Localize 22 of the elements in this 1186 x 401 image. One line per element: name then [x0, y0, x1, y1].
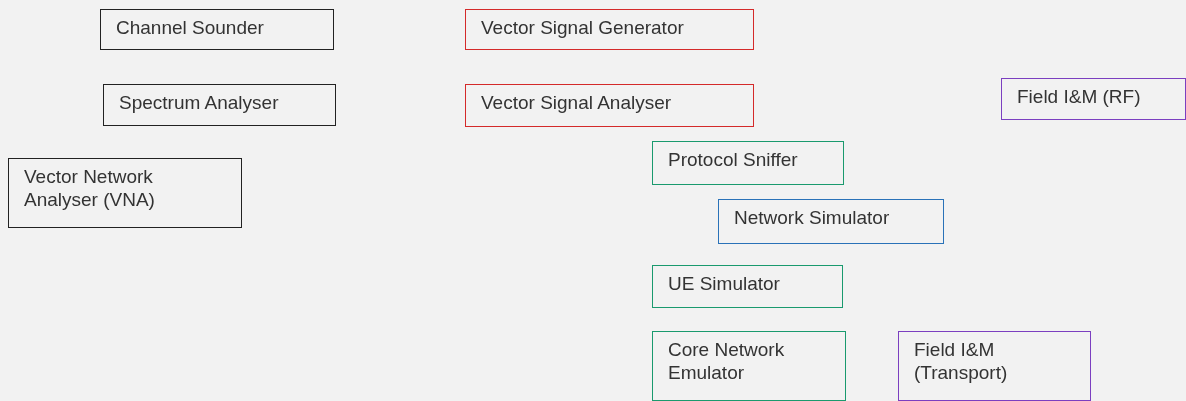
label-box — [8, 158, 242, 228]
label-box — [652, 141, 844, 185]
box-label: Vector Network Analyser (VNA) — [24, 165, 156, 211]
box-label: Spectrum Analyser — [119, 91, 280, 114]
label-box — [103, 84, 336, 126]
label-box — [898, 331, 1091, 401]
label-box — [1001, 78, 1186, 120]
label-box — [652, 265, 843, 308]
label-box — [100, 9, 334, 50]
box-label: Protocol Sniffer — [668, 148, 799, 171]
label-box — [718, 199, 944, 244]
box-label: UE Simulator — [668, 272, 781, 295]
box-label: Vector Signal Analyser — [481, 91, 673, 114]
label-box — [465, 84, 754, 127]
box-label: Channel Sounder — [116, 16, 265, 39]
box-label: Network Simulator — [734, 206, 891, 229]
label-box — [652, 331, 846, 401]
box-label: Core Network Emulator — [668, 338, 786, 384]
box-label: Field I&M (RF) — [1017, 85, 1142, 108]
box-label: Field I&M (Transport) — [914, 338, 1009, 384]
label-box — [465, 9, 754, 50]
box-label: Vector Signal Generator — [481, 16, 685, 39]
